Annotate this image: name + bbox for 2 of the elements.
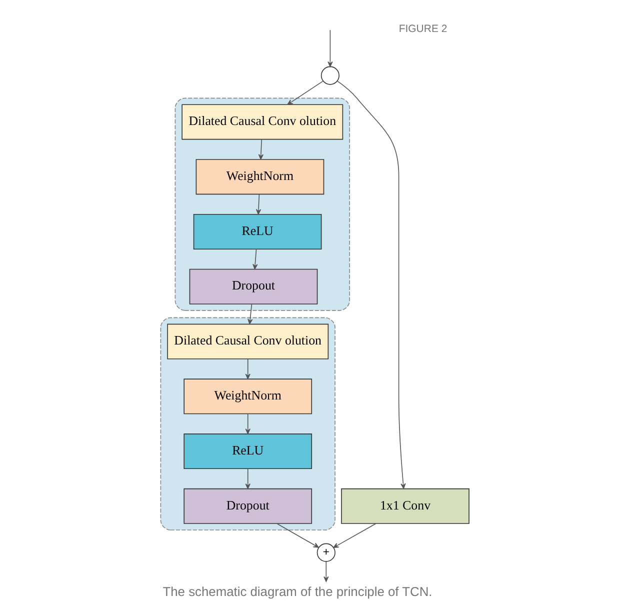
caption: The schematic diagram of the principle of TCN. (162, 584, 432, 599)
label: FIGURE 2 (398, 24, 447, 35)
